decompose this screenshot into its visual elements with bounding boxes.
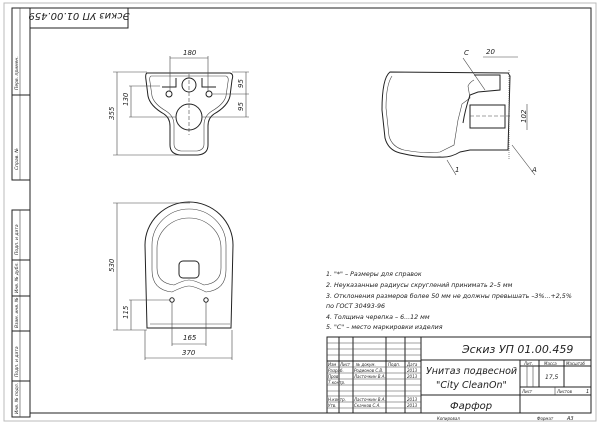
dim-95-bottom: 95 (237, 102, 245, 111)
person: Родионов С.В. (354, 368, 383, 373)
strip-label: Взам. инв. № (14, 297, 20, 328)
scale-label: Масштаб (566, 361, 586, 366)
stamp-text: Эскиз УП 01.00.459 (28, 10, 130, 21)
top-view: 530 115 165 370 (108, 201, 234, 360)
label-A: A (531, 166, 537, 174)
sheet-label: Лист (521, 389, 533, 394)
role: Разраб. (328, 368, 344, 373)
role: Пров. (328, 374, 340, 379)
note: 1. "*" – Размеры для справок (326, 271, 422, 278)
dim-95-top: 95 (237, 79, 245, 88)
dim-20: 20 (486, 48, 495, 56)
dim-102: 102 (520, 109, 528, 123)
strip-label: Справ. № (14, 148, 20, 170)
date: 2013 (407, 374, 418, 379)
material: Фарфор (450, 401, 492, 412)
mass-value: 17,5 (545, 374, 559, 381)
note: 3. Отклонения размеров более 50 мм не до… (326, 292, 572, 300)
strip-label: Перв. примен. (14, 56, 20, 90)
designation: Эскиз УП 01.00.459 (461, 343, 573, 356)
dim-355: 355 (108, 106, 116, 120)
col-header: Лист (339, 362, 351, 367)
front-view: 180 355 130 95 95 (108, 49, 249, 156)
col-header: Подп. (388, 362, 400, 367)
strip-label: Подп. и дата (14, 224, 20, 255)
dim-165: 165 (183, 334, 197, 342)
role: Н.контр. (328, 397, 346, 402)
person: Ласточкин В.А. (353, 397, 386, 402)
note: по ГОСТ 30493-96 (326, 303, 385, 310)
side-strip: Перв. примен. Справ. № Подп. и дата Инв.… (11, 7, 31, 418)
product-name: Унитаз подвесной (426, 366, 517, 377)
strip-label: Подп. и дата (14, 346, 20, 377)
strip-label: Инв. № подл. (14, 383, 20, 414)
lit-label: Лит. (523, 361, 533, 366)
col-header: Дата (406, 362, 418, 367)
note: 4. Толщина черепка – 6...12 мм (326, 314, 430, 321)
rotated-stamp: Эскиз УП 01.00.459 (28, 7, 131, 29)
title-block: Изм Лист № докум. Подп. Дата Разраб. Род… (326, 336, 592, 422)
role: Утв. (328, 403, 336, 408)
dim-370: 370 (182, 349, 196, 357)
sheets-count: 1 (586, 389, 589, 395)
person: Ласточкин В.А. (353, 374, 386, 379)
sheets-label: Листов (556, 389, 573, 394)
date: 2013 (407, 368, 418, 373)
copied-label: Копировал (437, 416, 460, 421)
label-1: 1 (455, 166, 459, 174)
technical-notes: 1. "*" – Размеры для справок 2. Неуказан… (326, 271, 572, 331)
label-C: C (464, 49, 469, 57)
format-value: A3 (566, 416, 574, 422)
section-view: 20 102 C A 1 (381, 48, 537, 176)
col-header: № докум. (355, 362, 376, 367)
person: Скачков С.А. (354, 403, 381, 408)
format-label: Формат (537, 416, 554, 421)
strip-label: Инв. № дубл. (14, 262, 20, 293)
dim-115: 115 (122, 305, 130, 319)
dim-180: 180 (183, 49, 197, 57)
col-header: Изм (328, 362, 336, 367)
mass-label: Масса (544, 361, 557, 366)
role: Т.контр. (328, 380, 345, 385)
dim-530: 530 (108, 258, 116, 272)
date: 2013 (407, 403, 418, 408)
note: 2. Неуказанные радиусы скруглений приним… (326, 282, 513, 289)
dim-130: 130 (122, 92, 130, 106)
sheet-edge (3, 2, 597, 422)
note: 5. "C" – место маркировки изделия (326, 324, 443, 331)
product-model: "City CleanOn" (436, 380, 507, 391)
date: 2013 (407, 397, 418, 402)
